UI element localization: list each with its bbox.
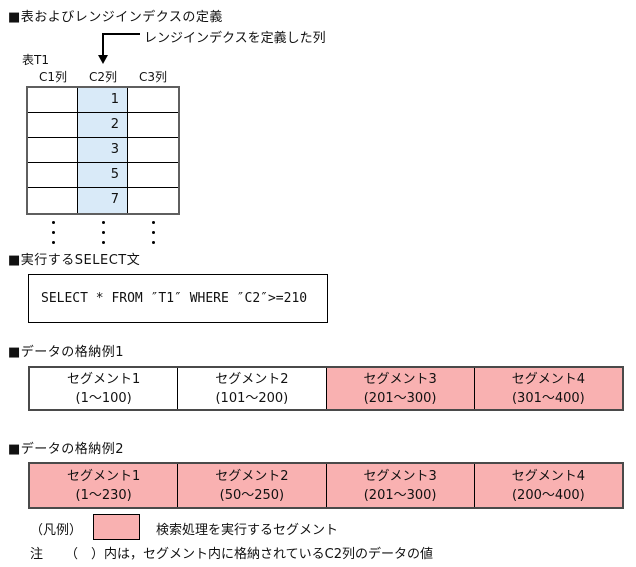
- segment-range: (1～100): [75, 390, 132, 406]
- segment-cell: セグメント1 (1～100): [30, 368, 179, 409]
- segment-range: (201～300): [363, 390, 437, 406]
- segment-cell: セグメント2 (50～250): [178, 464, 327, 507]
- table-title: 表T1: [22, 53, 49, 67]
- vertical-ellipsis-icon: [102, 221, 105, 244]
- legend-description: 検索処理を実行するセグメント: [156, 523, 339, 538]
- segment-name: セグメント1: [66, 371, 141, 387]
- segment-name: セグメント4: [511, 371, 586, 387]
- segment-name: セグメント1: [66, 468, 141, 484]
- c2-cell: 3: [78, 138, 128, 162]
- c2-cell: 2: [78, 113, 128, 137]
- segment-cell: セグメント2 (101～200): [178, 368, 327, 409]
- heading-table-and-range-index-definition: ■表およびレンジインデクスの定義: [8, 10, 223, 25]
- segment-cell: セグメント4 (301～400): [474, 368, 622, 409]
- segment-row-example-1: セグメント1 (1～100) セグメント2 (101～200) セグメント3 (…: [28, 366, 624, 411]
- segment-name: セグメント2: [215, 371, 289, 387]
- segment-range: (101～200): [215, 390, 289, 406]
- segment-range: (200～400): [511, 487, 585, 503]
- segment-range: (50～250): [219, 487, 285, 503]
- segment-row-example-2: セグメント1 (1～230) セグメント2 (50～250) セグメント3 (2…: [28, 462, 624, 509]
- column-header-c1: C1列: [38, 70, 67, 84]
- segment-range: (201～300): [363, 487, 437, 503]
- table-row: 7: [28, 188, 178, 213]
- segment-name: セグメント3: [363, 468, 437, 484]
- down-arrow-icon: [104, 33, 140, 35]
- column-header-c2: C2列: [88, 70, 117, 84]
- segment-cell: セグメント3 (201～300): [326, 464, 475, 507]
- segment-cell: セグメント1 (1～230): [30, 464, 179, 507]
- arrow-label: レンジインデクスを定義した列: [144, 31, 326, 46]
- segment-name: セグメント4: [511, 468, 586, 484]
- heading-storage-example-1: ■データの格納例1: [8, 345, 125, 360]
- segment-cell: セグメント4 (200～400): [474, 464, 622, 507]
- c2-cell: 1: [78, 88, 128, 112]
- segment-cell: セグメント3 (201～300): [326, 368, 475, 409]
- note-text: （ ）内は，セグメント内に格納されているC2列のデータの値: [65, 547, 433, 562]
- note-prefix: 注: [30, 547, 44, 562]
- heading-select-statement: ■実行するSELECT文: [8, 253, 141, 268]
- vertical-ellipsis-icon: [52, 221, 55, 244]
- sql-box: SELECT * FROM ″T1″ WHERE ″C2″>=210: [28, 274, 328, 323]
- c2-cell: 7: [78, 188, 128, 213]
- table-row: 1: [28, 88, 178, 113]
- legend-swatch: [93, 514, 140, 540]
- segment-range: (301～400): [511, 390, 585, 406]
- legend-label: （凡例）: [30, 523, 83, 538]
- segment-range: (1～230): [75, 487, 132, 503]
- heading-storage-example-2: ■データの格納例2: [8, 442, 125, 457]
- c2-cell: 5: [78, 163, 128, 187]
- segment-name: セグメント2: [215, 468, 289, 484]
- column-header-c3: C3列: [138, 70, 167, 84]
- segment-name: セグメント3: [363, 371, 437, 387]
- sql-text: SELECT * FROM ″T1″ WHERE ″C2″>=210: [41, 291, 308, 306]
- vertical-ellipsis-icon: [152, 221, 155, 244]
- note-line: 注 （ ）内は，セグメント内に格納されているC2列のデータの値: [30, 543, 433, 562]
- data-table: 1 2 3 5 7: [26, 86, 180, 215]
- table-row: 5: [28, 163, 178, 188]
- table-row: 3: [28, 138, 178, 163]
- table-row: 2: [28, 113, 178, 138]
